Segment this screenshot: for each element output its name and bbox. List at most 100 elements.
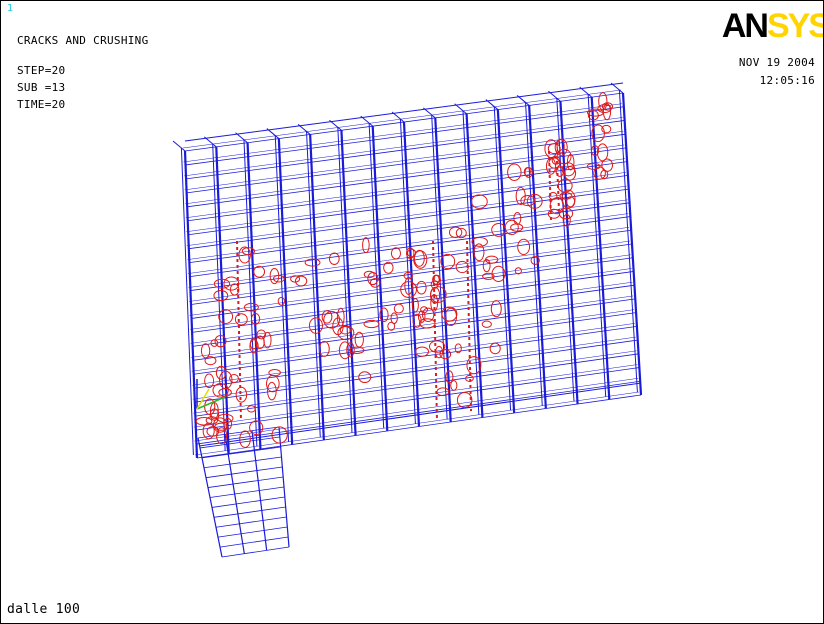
- mesh-line: [186, 185, 627, 246]
- crack-circle: [337, 325, 355, 341]
- crack-circle: [561, 162, 576, 177]
- crack-circle: [598, 92, 608, 111]
- mesh-line: [371, 126, 389, 432]
- mesh-line: [431, 114, 448, 420]
- crack-circle: [473, 243, 485, 262]
- crack-circle: [411, 297, 419, 313]
- crack-circle: [250, 313, 261, 325]
- crack-circle: [294, 275, 308, 287]
- crack-circle: [544, 139, 558, 159]
- crack-circle: [369, 277, 381, 288]
- crack-circle: [441, 306, 458, 322]
- mesh-line: [337, 127, 353, 433]
- sub-label: SUB =13: [17, 81, 66, 94]
- mesh-line: [198, 382, 642, 447]
- crack-circle: [450, 380, 458, 391]
- mesh-line: [172, 140, 186, 152]
- crack-circle: [210, 339, 219, 347]
- mesh-line: [193, 350, 637, 414]
- triad-icon: [196, 379, 226, 410]
- mesh-line: [217, 526, 288, 538]
- crack-circle: [564, 165, 577, 181]
- crack-circle: [336, 307, 345, 327]
- crack-circle: [263, 331, 272, 349]
- crack-circle: [204, 373, 215, 389]
- mesh-line: [191, 295, 634, 358]
- mesh-line: [587, 94, 607, 397]
- crack-circle: [586, 108, 604, 117]
- crack-circle: [212, 417, 228, 433]
- crack-circle: [215, 365, 227, 380]
- crack-circle: [428, 340, 446, 353]
- crack-circle: [249, 339, 259, 354]
- crack-circle: [223, 417, 233, 430]
- crack-circle: [348, 346, 365, 354]
- crack-circle: [414, 346, 430, 357]
- mesh-line: [434, 117, 452, 423]
- crack-circle: [551, 156, 561, 165]
- crack-circle: [387, 321, 396, 331]
- crack-circle: [379, 307, 389, 323]
- crack-circle: [448, 226, 463, 239]
- crack-circle: [235, 386, 248, 403]
- mesh-line: [309, 134, 325, 441]
- crack-circle: [555, 165, 565, 177]
- crack-circle: [277, 296, 285, 306]
- crack-circle: [562, 213, 571, 227]
- crack-circle: [213, 278, 231, 289]
- crack-line: [432, 240, 438, 422]
- triad-axis: [196, 396, 226, 410]
- crack-circle: [470, 194, 488, 209]
- crack-circle: [304, 258, 321, 267]
- crack-circle: [471, 236, 488, 247]
- crack-circle: [590, 145, 600, 156]
- mesh-line: [618, 89, 638, 393]
- crack-circle: [491, 265, 506, 282]
- crack-circle: [383, 261, 394, 274]
- crack-circle: [271, 426, 288, 444]
- mesh-line: [219, 536, 289, 548]
- crack-symbols: [195, 92, 614, 448]
- crack-circle: [213, 289, 229, 302]
- crack-circle: [455, 227, 467, 239]
- crack-circle: [558, 207, 574, 220]
- crack-circle: [593, 166, 606, 180]
- crack-circle: [354, 331, 364, 348]
- crack-circle: [328, 252, 340, 266]
- crack-circle: [524, 167, 533, 178]
- crack-circle: [507, 163, 522, 181]
- crack-circle: [412, 313, 422, 328]
- crack-circle: [321, 310, 333, 324]
- mesh-line: [278, 426, 290, 548]
- crack-circle: [362, 237, 370, 254]
- crack-circle: [243, 302, 259, 312]
- mesh-line: [493, 106, 512, 411]
- crack-circle: [195, 417, 213, 426]
- crack-circle: [239, 430, 251, 448]
- crack-circle: [205, 416, 219, 425]
- crack-circle: [601, 102, 614, 111]
- footer-label: dalle 100: [7, 602, 81, 617]
- mesh-line: [194, 378, 639, 442]
- crack-circle: [545, 157, 557, 175]
- crack-circle: [597, 104, 612, 114]
- crack-circle: [339, 325, 351, 335]
- mesh-line: [205, 466, 283, 479]
- crack-circle: [256, 329, 267, 340]
- mesh-line: [188, 227, 630, 288]
- mesh-line: [306, 131, 321, 438]
- crack-circle: [269, 267, 280, 285]
- crack-circle: [601, 124, 612, 134]
- mesh-line: [274, 135, 290, 442]
- crack-circle: [514, 267, 522, 275]
- mesh-line: [185, 158, 626, 219]
- mesh-line: [221, 546, 290, 558]
- mesh-line: [496, 109, 516, 414]
- crack-circle: [430, 280, 439, 289]
- crack-circle: [216, 427, 228, 445]
- crack-circle: [504, 219, 519, 236]
- time-of-day-label: 12:05:16: [759, 74, 815, 87]
- crack-circle: [358, 371, 372, 384]
- crack-circle: [249, 338, 258, 350]
